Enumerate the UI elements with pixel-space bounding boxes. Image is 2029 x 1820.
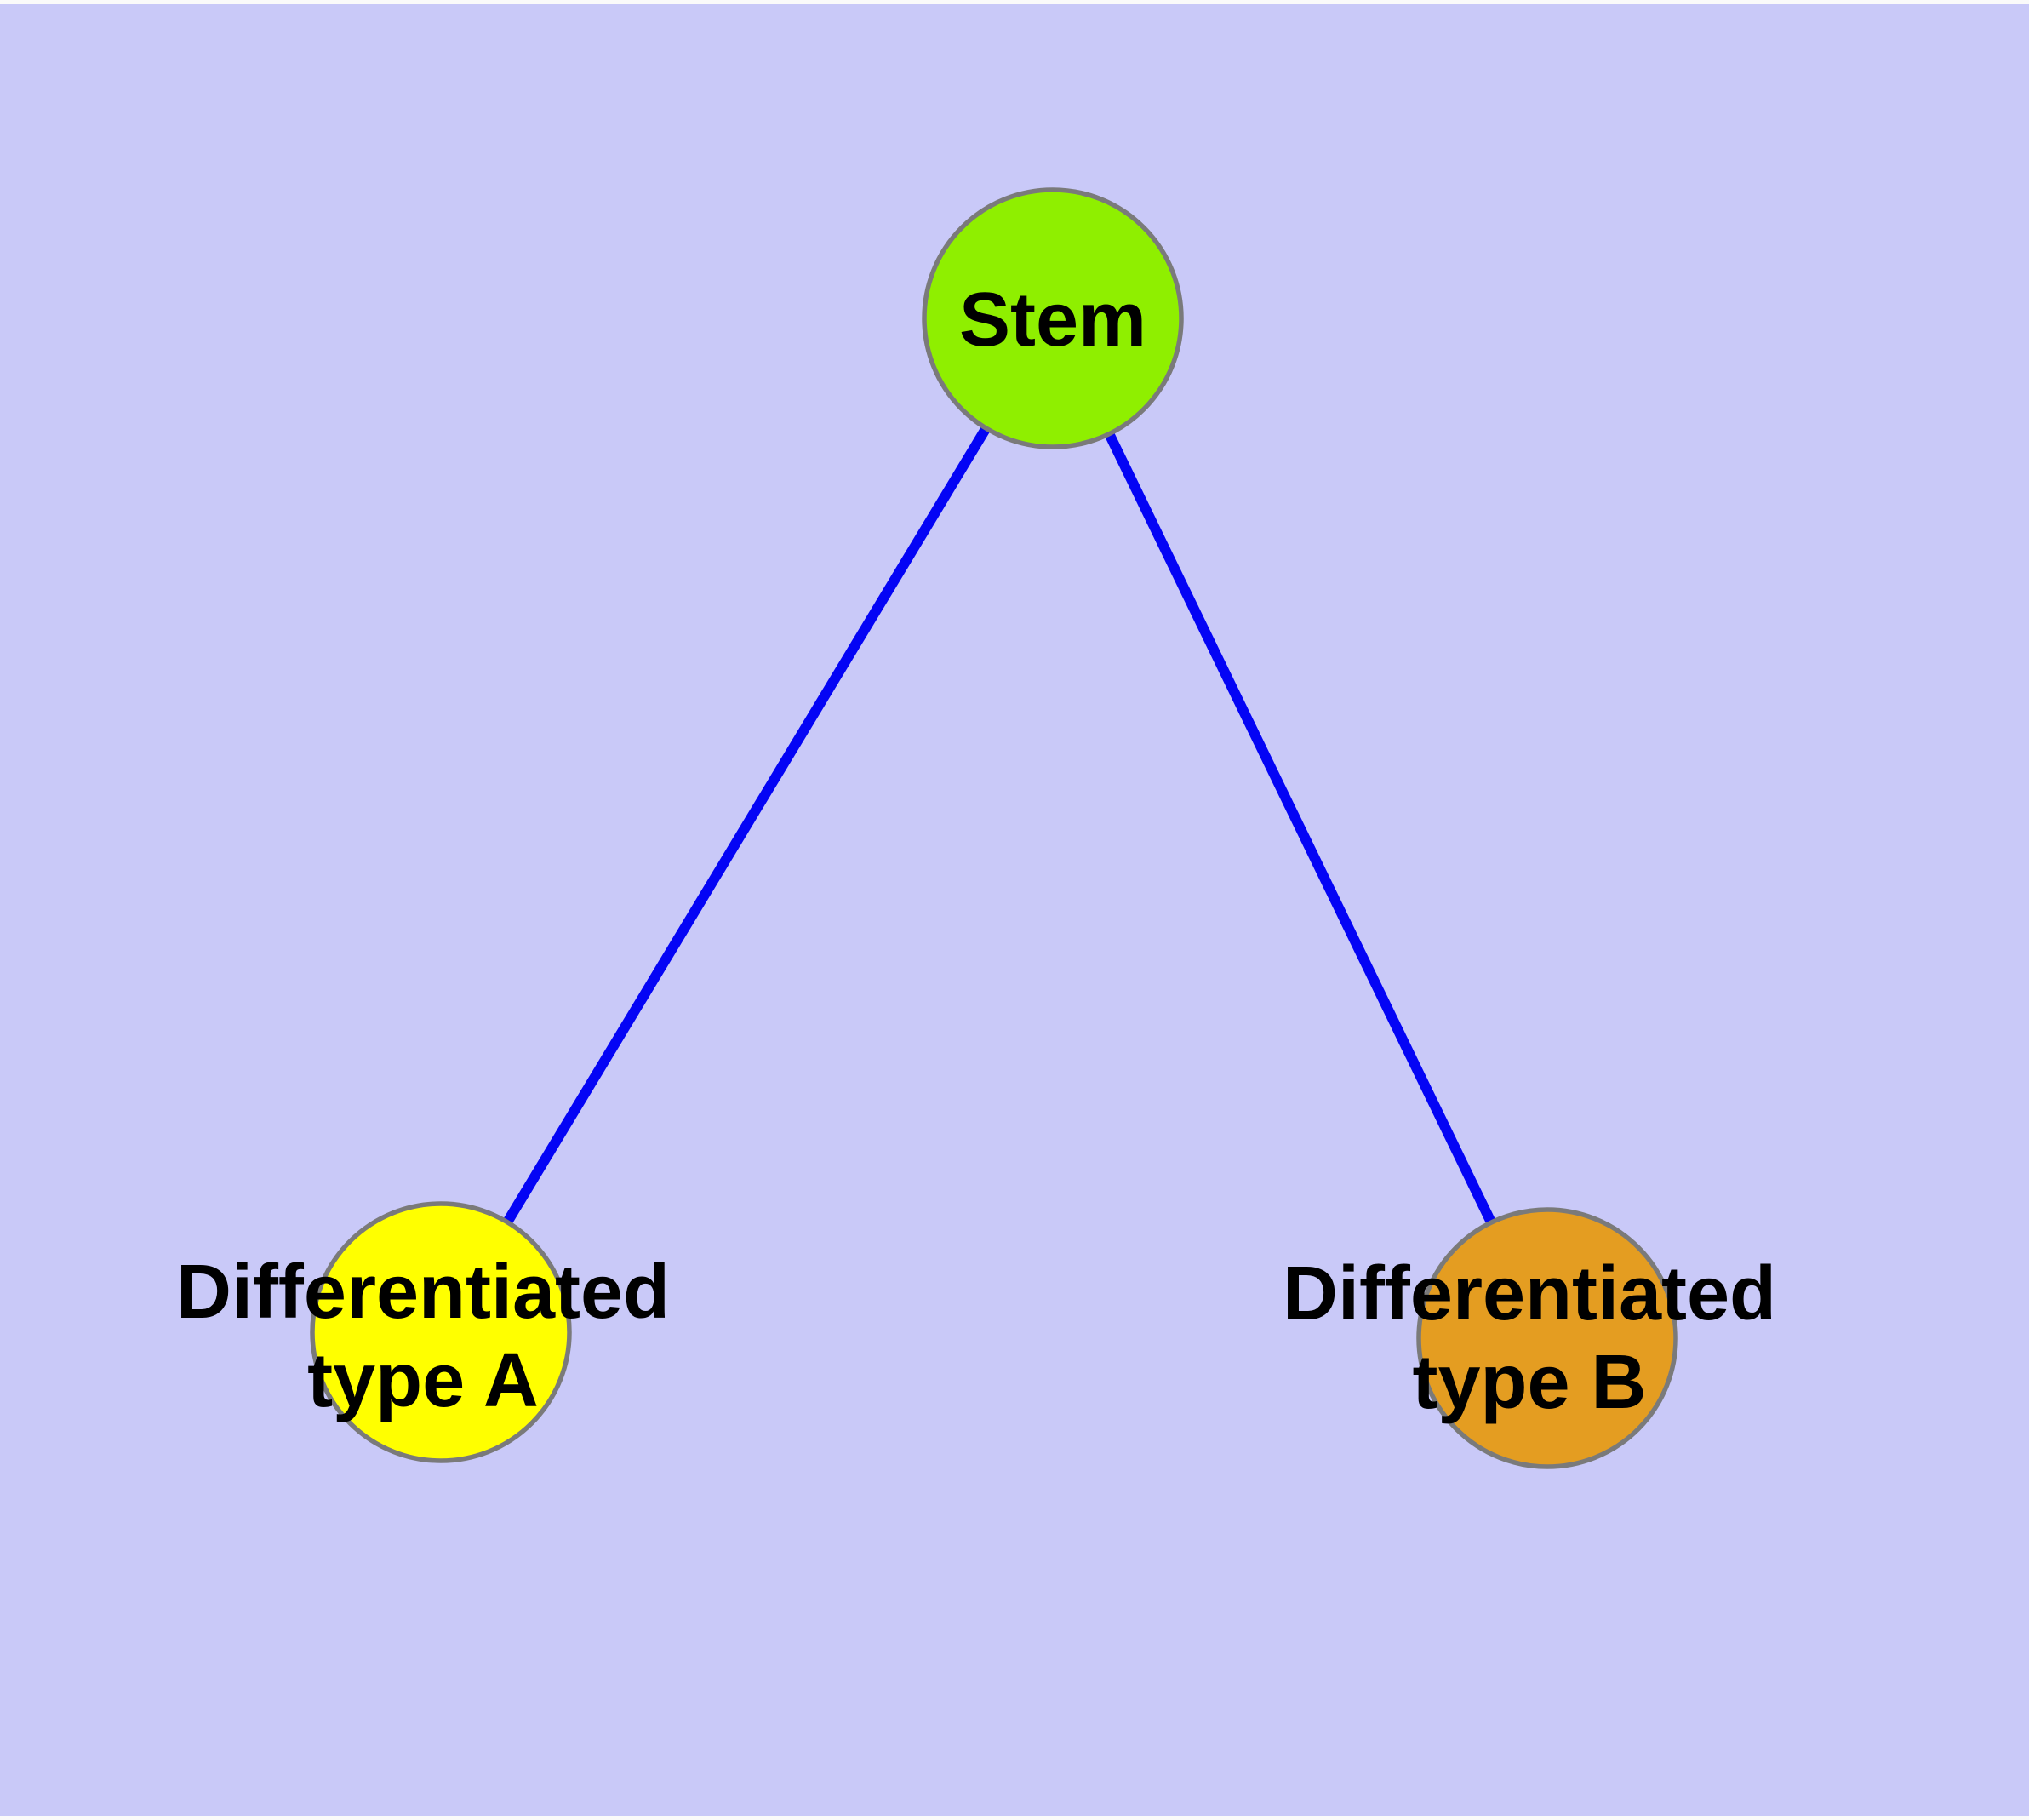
stem-node xyxy=(922,187,1184,449)
type-a-label-line2: type A xyxy=(307,1338,539,1423)
type-a-label-line1: Differentiated xyxy=(176,1250,670,1335)
type-b-label-line2: type B xyxy=(1412,1340,1646,1425)
type-b-label-line1: Differentiated xyxy=(1283,1251,1776,1336)
edge-stem-to-type-b xyxy=(1048,315,1552,1341)
stem-node-label: Stem xyxy=(959,278,1146,363)
edge-stem-to-type-a xyxy=(436,314,1058,1336)
type-b-node-label: Differentiated type B xyxy=(1283,1251,1776,1425)
type-a-node-label: Differentiated type A xyxy=(176,1250,670,1423)
type-b-node xyxy=(1416,1207,1678,1469)
type-a-node xyxy=(310,1201,572,1463)
